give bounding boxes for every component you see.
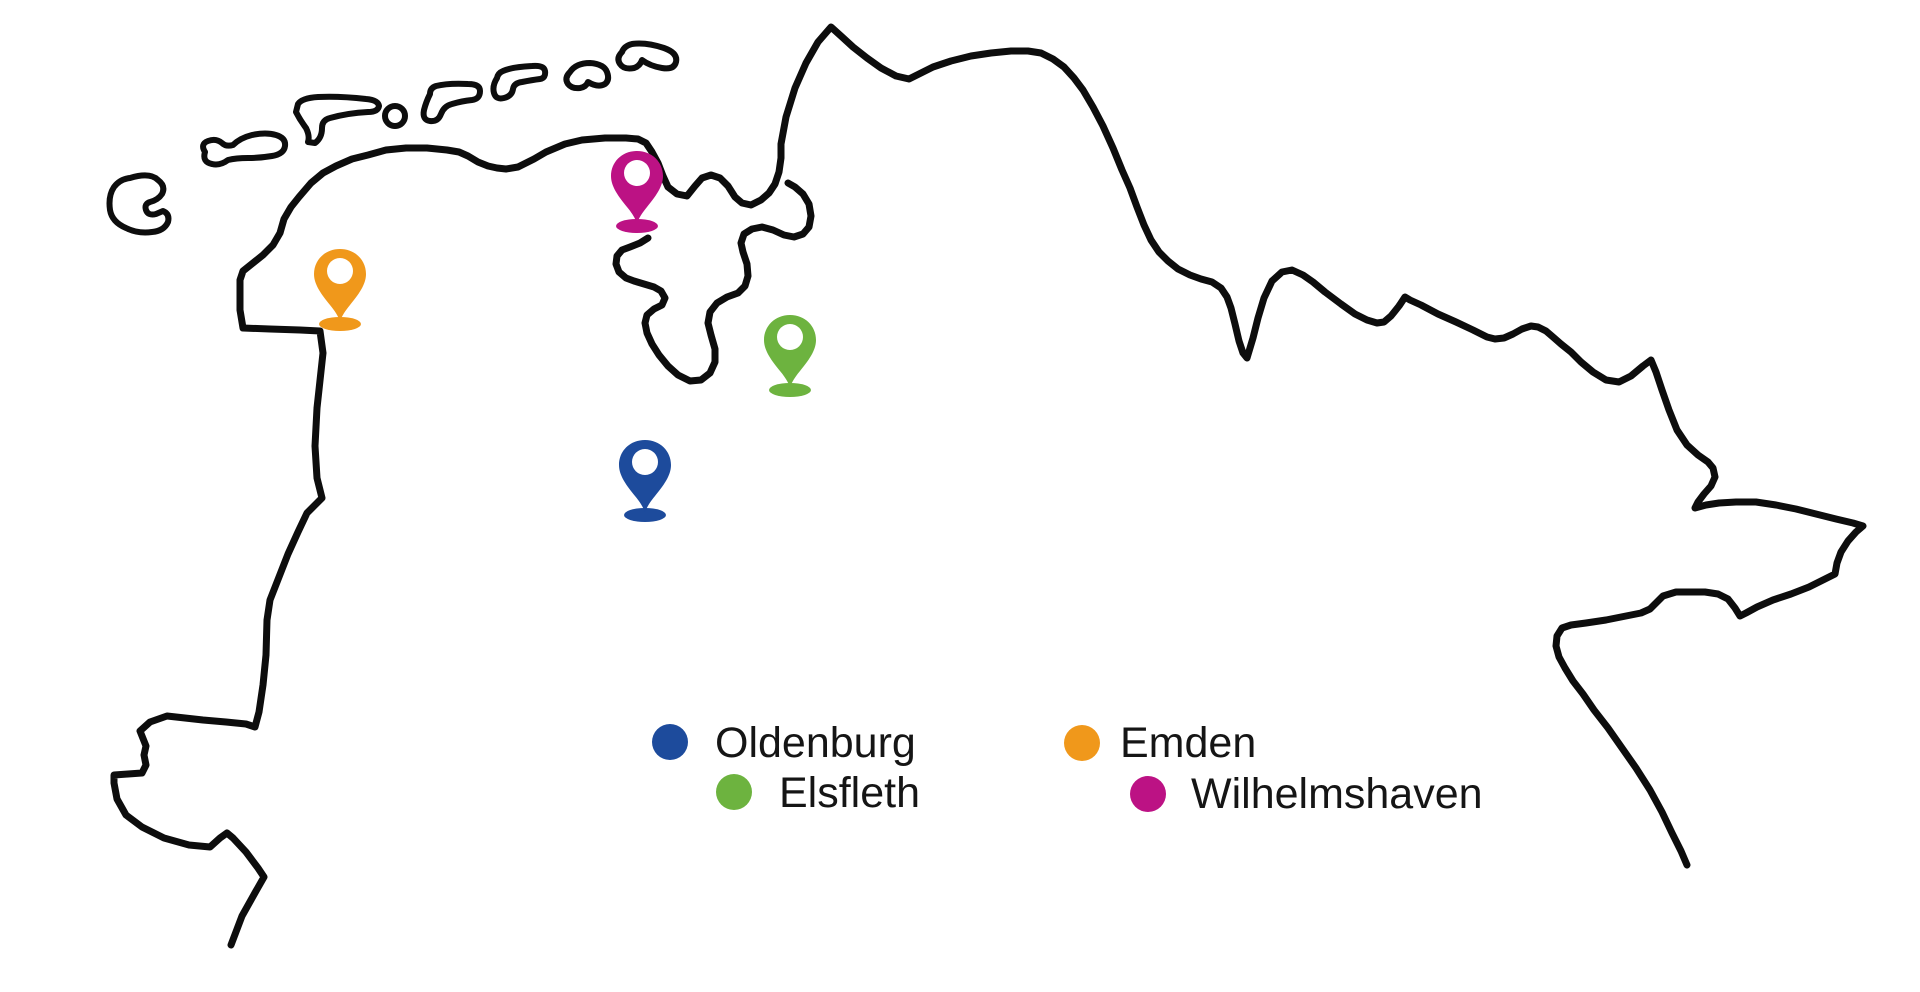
islands-group	[106, 40, 680, 236]
legend-item-wilhelmshaven: Wilhelmshaven	[1130, 770, 1483, 818]
island-outline	[200, 130, 289, 168]
map-pin-elsfleth[interactable]	[764, 315, 816, 397]
pin-hole	[632, 449, 658, 475]
jade-bight-outline	[612, 179, 815, 385]
legend-dot-elsfleth	[716, 774, 752, 810]
map-pin-emden[interactable]	[314, 249, 366, 331]
legend-item-oldenburg: Oldenburg	[652, 719, 916, 767]
pin-body	[764, 315, 816, 387]
island-outline	[420, 80, 483, 125]
mainland-outline	[110, 23, 1867, 949]
pin-hole	[777, 324, 803, 350]
map-pin-oldenburg[interactable]	[619, 440, 671, 522]
legend-dot-oldenburg	[652, 724, 688, 760]
legend-item-emden: Emden	[1064, 719, 1256, 767]
island-outline	[293, 93, 382, 146]
pin-shadow	[769, 383, 811, 397]
legend-label-emden: Emden	[1120, 719, 1256, 767]
island-outline	[106, 172, 172, 236]
legend-label-elsfleth: Elsfleth	[779, 769, 920, 817]
legend-item-elsfleth: Elsfleth	[716, 769, 920, 817]
map-pin-wilhelmshaven[interactable]	[611, 151, 663, 233]
legend-label-wilhelmshaven: Wilhelmshaven	[1191, 770, 1483, 818]
pin-body	[611, 151, 663, 223]
legend-dot-wilhelmshaven	[1130, 776, 1166, 812]
island-outline	[563, 60, 612, 92]
pin-shadow	[616, 219, 658, 233]
legend-dot-emden	[1064, 725, 1100, 761]
island-outline	[382, 103, 408, 129]
pin-hole	[327, 258, 353, 284]
pin-shadow	[624, 508, 666, 522]
pin-shadow	[319, 317, 361, 331]
island-outline	[490, 62, 549, 102]
pin-body	[619, 440, 671, 512]
pin-body	[314, 249, 366, 321]
pin-hole	[624, 160, 650, 186]
legend: Oldenburg Elsfleth Emden Wilhelmshaven	[652, 719, 1483, 818]
island-outline	[615, 40, 680, 72]
legend-label-oldenburg: Oldenburg	[715, 719, 916, 767]
